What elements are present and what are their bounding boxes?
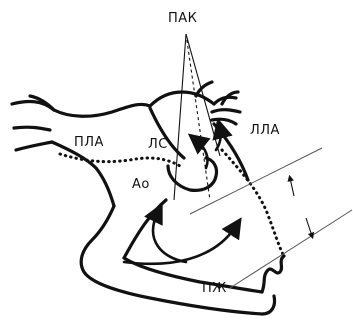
pak-projection-lines — [174, 34, 220, 200]
flow-arrows — [124, 128, 236, 264]
heart-outline — [52, 82, 284, 314]
label-pak: ПАК — [168, 11, 197, 26]
measurement-lines — [190, 148, 352, 288]
label-ls: ЛС — [148, 137, 168, 152]
left-vessel-branches — [12, 96, 54, 150]
label-lla: ЛЛА — [250, 123, 280, 138]
label-pla: ПЛА — [74, 135, 104, 150]
label-pzh: ПЖ — [202, 281, 227, 296]
label-ao: Ао — [132, 177, 150, 192]
